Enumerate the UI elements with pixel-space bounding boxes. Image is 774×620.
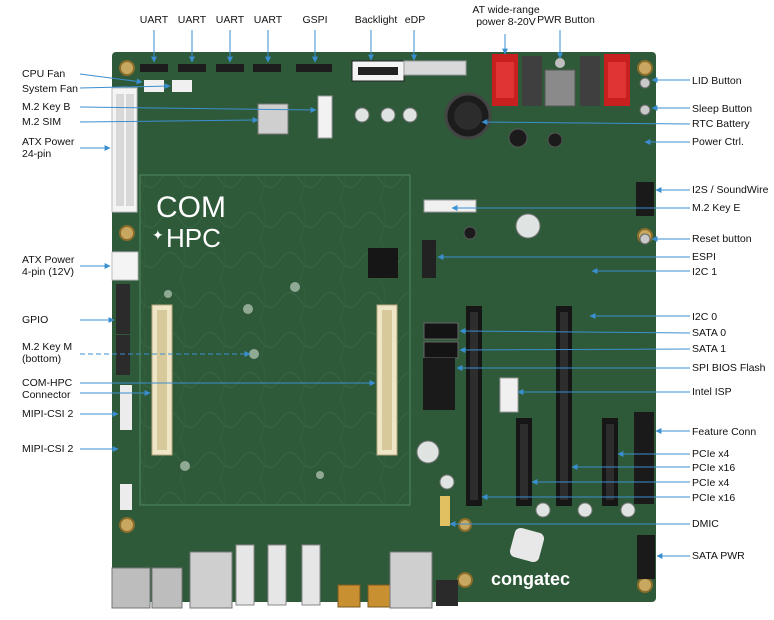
feature-conn xyxy=(634,412,654,504)
top-label-7: AT wide-range power 8-20V xyxy=(472,4,540,28)
top-label-1: UART xyxy=(177,14,207,26)
top-label-6: eDP xyxy=(404,14,426,26)
top-label-0: UART xyxy=(139,14,169,26)
left-label-10: MIPI-CSI 2 xyxy=(22,443,74,455)
left-label-2: M.2 Key B xyxy=(22,101,71,113)
right-label-0: LID Button xyxy=(692,75,742,87)
left-label-0: CPU Fan xyxy=(22,68,66,80)
module-outline xyxy=(139,174,411,506)
hex-logo xyxy=(509,527,545,563)
mipi-csi-1-conn xyxy=(120,385,132,430)
pwr-button-body xyxy=(544,69,576,107)
sata-pwr-conn xyxy=(637,535,655,579)
right-label-17: PCIe x4 xyxy=(692,477,730,489)
bottom-io xyxy=(111,544,458,609)
spi-bios-chip xyxy=(423,358,455,410)
right-label-11: SATA 1 xyxy=(692,343,727,355)
gpio-header xyxy=(116,284,130,334)
sata-1-port xyxy=(423,341,459,359)
mipi-csi-2-conn xyxy=(120,484,132,510)
fan-header-system xyxy=(172,80,192,92)
right-label-1: Sleep Button xyxy=(692,103,753,115)
top-label-4: GSPI xyxy=(302,14,328,26)
top-label-3: UART xyxy=(253,14,283,26)
right-label-9: I2C 0 xyxy=(692,311,718,323)
right-label-19: DMIC xyxy=(692,518,719,530)
right-label-10: SATA 0 xyxy=(692,327,727,339)
chip-espi-header xyxy=(422,240,436,278)
top-headers xyxy=(140,64,332,72)
mounting-holes xyxy=(119,60,653,593)
right-label-8: I2C 1 xyxy=(692,266,718,278)
sata-0-port xyxy=(423,322,459,340)
right-label-16: PCIe x16 xyxy=(692,462,736,474)
right-label-6: Reset button xyxy=(692,233,752,245)
atx-4pin xyxy=(111,251,139,281)
right-label-13: Intel ISP xyxy=(692,386,732,398)
right-label-15: PCIe x4 xyxy=(692,448,730,460)
intel-isp-conn xyxy=(499,377,519,413)
left-label-3: M.2 SIM xyxy=(22,116,62,128)
left-label-1: System Fan xyxy=(22,83,79,95)
left-label-9: MIPI-CSI 2 xyxy=(22,408,74,420)
top-label-8: PWR Button xyxy=(537,14,595,26)
dark-capacitors xyxy=(463,128,563,240)
board-logo-plus-icon: ✦ xyxy=(152,227,164,243)
right-label-20: SATA PWR xyxy=(692,550,745,562)
right-label-5: M.2 Key E xyxy=(692,202,741,214)
m2-keym-area xyxy=(116,335,130,375)
m2-keye-slot xyxy=(423,199,477,213)
right-label-18: PCIe x16 xyxy=(692,492,736,504)
right-label-7: ESPI xyxy=(692,251,716,263)
m2-sim-slot xyxy=(257,103,289,135)
top-label-5: Backlight xyxy=(354,14,398,26)
right-label-2: RTC Battery xyxy=(692,118,750,130)
top-label-2: UART xyxy=(215,14,245,26)
brand-name: congatec xyxy=(491,569,571,589)
chip-main xyxy=(368,248,398,278)
right-label-4: I2S / SoundWire xyxy=(692,184,769,196)
left-label-5: ATX Power 4-pin (12V) xyxy=(22,254,75,278)
pcb-traces xyxy=(140,175,410,505)
left-label-6: GPIO xyxy=(22,314,49,326)
board-standoffs xyxy=(164,282,324,479)
dmic-conn xyxy=(440,496,450,526)
right-label-3: Power Ctrl. xyxy=(692,136,744,148)
left-label-8: COM-HPC Connector xyxy=(22,377,73,401)
edge-buttons xyxy=(639,77,651,245)
callout-lines xyxy=(79,30,691,559)
m2-keyb-slot xyxy=(317,95,333,139)
board-logo-com: COM xyxy=(156,191,226,224)
pcie-slots xyxy=(466,306,618,506)
board-logo-hpc: HPC xyxy=(166,223,221,253)
i2s-header xyxy=(636,182,654,216)
right-label-14: Feature Conn xyxy=(692,426,757,438)
left-label-7: M.2 Key M (bottom) xyxy=(22,341,73,365)
right-label-12: SPI BIOS Flash xyxy=(692,362,766,374)
capacitors xyxy=(354,107,636,518)
left-label-4: ATX Power 24-pin xyxy=(22,136,75,160)
edp-connector xyxy=(403,60,467,76)
